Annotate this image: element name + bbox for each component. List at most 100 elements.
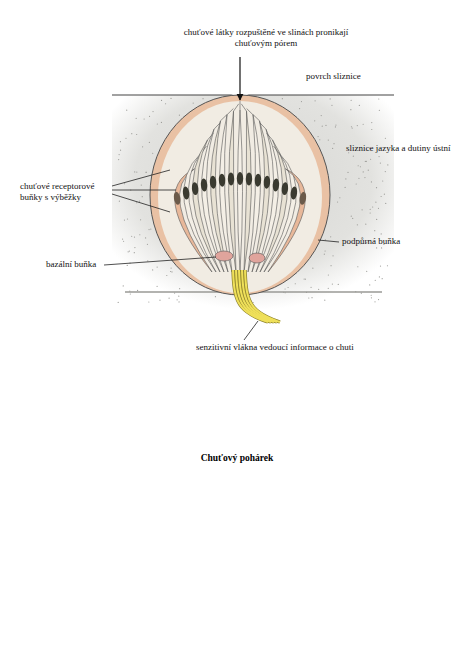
microvillus xyxy=(260,123,266,130)
texture-dot xyxy=(125,138,126,139)
receptor-cells xyxy=(173,101,307,272)
texture-dot xyxy=(360,166,361,167)
texture-dot xyxy=(321,115,322,116)
texture-dot xyxy=(193,102,194,103)
texture-dot xyxy=(337,201,338,202)
texture-dot xyxy=(387,265,388,266)
nerve-fibres xyxy=(233,270,280,322)
texture-dot xyxy=(134,171,135,172)
cell-nucleus xyxy=(299,191,307,205)
texture-dot xyxy=(357,224,358,225)
texture-dot xyxy=(139,201,140,202)
texture-dot xyxy=(365,161,366,162)
texture-dot xyxy=(371,129,372,130)
receptor-cell xyxy=(252,121,269,272)
texture-dot xyxy=(335,126,336,127)
texture-dot xyxy=(374,301,375,302)
texture-dot xyxy=(332,283,333,284)
texture-dot xyxy=(170,267,171,268)
texture-dot xyxy=(149,142,150,143)
texture-dot xyxy=(282,98,283,99)
texture-dot xyxy=(357,125,358,126)
texture-dot xyxy=(161,100,162,101)
cell-nucleus xyxy=(255,174,262,187)
supporting-cell xyxy=(268,169,305,272)
texture-dot xyxy=(145,237,146,238)
texture-dot xyxy=(284,288,285,289)
receptor-cell xyxy=(229,111,236,272)
texture-dot xyxy=(178,301,179,302)
cell-nucleus xyxy=(281,182,289,196)
texture-dot xyxy=(381,247,382,248)
texture-dot xyxy=(366,271,367,272)
texture-dot xyxy=(146,172,147,173)
texture-dot xyxy=(152,269,153,270)
texture-dot xyxy=(371,181,372,182)
texture-dot xyxy=(380,265,381,266)
texture-dot xyxy=(351,126,352,127)
texture-dot xyxy=(311,297,312,298)
texture-dot xyxy=(170,98,171,99)
leader-lines xyxy=(104,170,339,340)
texture-dot xyxy=(178,296,179,297)
texture-dot xyxy=(152,153,153,154)
texture-dot xyxy=(330,265,331,266)
figure-caption: Chuťový pohárek xyxy=(137,453,337,463)
texture-dot xyxy=(330,98,331,99)
texture-dot xyxy=(123,241,124,242)
bud-interior xyxy=(158,101,322,293)
texture-dot xyxy=(299,108,300,109)
texture-dot xyxy=(157,286,158,287)
texture-dot xyxy=(358,165,359,166)
texture-dot xyxy=(131,236,132,237)
texture-dot xyxy=(177,299,178,300)
cell-nucleus xyxy=(182,186,190,200)
texture-dot xyxy=(157,123,158,124)
texture-dot xyxy=(382,278,383,279)
texture-dot xyxy=(305,279,306,280)
texture-dot xyxy=(123,285,124,286)
microvillus xyxy=(274,146,279,153)
texture-dot xyxy=(363,124,364,125)
cell-nucleus xyxy=(191,182,199,196)
texture-dot xyxy=(364,177,365,178)
texture-dot xyxy=(374,230,375,231)
texture-dot xyxy=(371,295,372,296)
cell-nucleus xyxy=(210,176,217,189)
texture-dot xyxy=(356,183,357,184)
texture-dot xyxy=(381,233,382,234)
texture-dot xyxy=(376,247,377,248)
texture-dot xyxy=(122,238,123,239)
bud-wall xyxy=(150,95,330,295)
part-label: podpůrná buňka xyxy=(342,236,400,247)
texture-dot xyxy=(319,139,320,140)
texture-dot xyxy=(165,103,166,104)
texture-dot xyxy=(366,161,367,162)
texture-dot xyxy=(127,265,128,266)
texture-dot xyxy=(369,284,370,285)
texture-dot xyxy=(171,271,172,272)
texture-dot xyxy=(328,274,329,275)
texture-dot xyxy=(376,187,377,188)
texture-dot xyxy=(304,278,305,279)
texture-dot xyxy=(379,276,380,277)
texture-dot xyxy=(146,172,147,173)
microvillus xyxy=(247,108,253,114)
basal-cell xyxy=(249,253,265,263)
texture-dot xyxy=(375,202,376,203)
texture-dot xyxy=(384,194,385,195)
texture-dot xyxy=(350,109,351,110)
texture-dot xyxy=(179,288,180,289)
texture-dot xyxy=(332,148,333,149)
texture-dot xyxy=(310,287,311,288)
texture-dot xyxy=(136,172,137,173)
texture-dot xyxy=(308,297,309,298)
texture-dot xyxy=(148,301,149,302)
texture-dot xyxy=(134,252,135,253)
part-label: sliznice jazyka a dutiny ústní xyxy=(346,143,450,154)
texture-dot xyxy=(382,180,383,181)
texture-dot xyxy=(352,128,353,129)
